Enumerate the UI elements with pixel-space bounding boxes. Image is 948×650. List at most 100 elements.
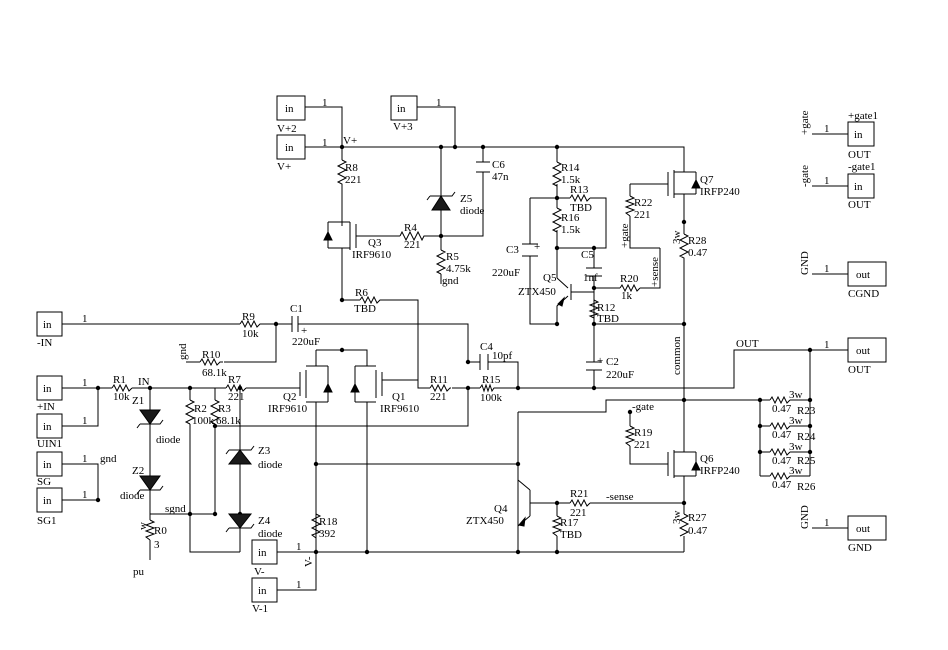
r18-value: 392: [319, 528, 336, 540]
r2-ref: R2: [194, 403, 207, 415]
r19-value: 221: [634, 439, 651, 451]
zener-z5-symbol: [426, 191, 456, 211]
net-sgnd: sgnd: [165, 503, 186, 515]
r8-ref: R8: [345, 162, 358, 174]
r0-pu: pu: [133, 566, 145, 578]
port-v-plus-3[interactable]: in V+3 1: [390, 95, 442, 133]
r15-value: 100k: [480, 392, 503, 404]
r21-ref: R21: [570, 488, 588, 500]
r25-ref: R25: [797, 455, 816, 467]
svg-text:V+3: V+3: [393, 121, 413, 133]
r28-power: 3w: [671, 231, 683, 245]
z1-value: diode: [156, 434, 181, 446]
svg-text:-gate: -gate: [799, 165, 811, 187]
svg-text:in: in: [397, 103, 406, 115]
port-sg1[interactable]: in SG1 1: [36, 487, 88, 527]
resistor-r2-symbol: [184, 399, 196, 425]
svg-text:GND: GND: [799, 505, 811, 529]
r26-ref: R26: [797, 481, 816, 493]
resistor-r24-symbol: [769, 421, 791, 431]
r24-ref: R24: [797, 431, 816, 443]
svg-text:-gate1: -gate1: [848, 161, 875, 173]
r19-ref: R19: [634, 427, 653, 439]
q2-ref: Q2: [283, 391, 296, 403]
svg-text:in: in: [285, 103, 294, 115]
r23-value: 0.47: [772, 403, 792, 415]
q2-value: IRF9610: [268, 403, 308, 415]
c6-value: 47n: [492, 171, 509, 183]
r27-ref: R27: [688, 512, 707, 524]
mosfet-q2-symbol: [299, 365, 333, 403]
net-v-plus: V+: [343, 135, 357, 147]
r18-ref: R18: [319, 516, 338, 528]
r23-power: 3w: [789, 389, 803, 401]
r12-ref: R12: [597, 302, 615, 314]
svg-text:1: 1: [824, 517, 830, 529]
c2-value: 220uF: [606, 369, 634, 381]
r26-value: 0.47: [772, 479, 792, 491]
r15-ref: R15: [482, 374, 501, 386]
svg-text:1: 1: [296, 579, 302, 591]
port-uin1[interactable]: in UIN1 1: [36, 413, 88, 450]
r17-value: TBD: [560, 529, 582, 541]
port-plus-gate[interactable]: in OUT +gate1 1 +gate: [799, 110, 878, 161]
resistor-r9-symbol: [239, 319, 262, 329]
zener-z2-symbol: [136, 475, 164, 495]
z3-value: diode: [258, 459, 283, 471]
port-v-minus[interactable]: in V- 1: [251, 539, 302, 578]
svg-text:in: in: [285, 142, 294, 154]
c4-ref: C4: [480, 341, 493, 353]
svg-text:+IN: +IN: [37, 401, 55, 413]
q5-value: ZTX450: [518, 286, 556, 298]
resistor-r4-symbol: [399, 230, 426, 242]
resistor-r19-symbol: [624, 425, 636, 447]
port-v-plus-2[interactable]: in V+2 1: [276, 95, 328, 135]
svg-text:out: out: [856, 523, 870, 535]
port-out[interactable]: out OUT 1: [824, 337, 887, 376]
r0-ref: R0: [154, 525, 167, 537]
port-cgnd[interactable]: out CGND 1 GND: [799, 251, 887, 300]
z5-ref: Z5: [460, 193, 473, 205]
svg-text:CGND: CGND: [848, 288, 879, 300]
r13-value: TBD: [570, 202, 592, 214]
bjt-q5-symbol: [557, 284, 572, 307]
z1-ref: Z1: [132, 395, 144, 407]
svg-text:1: 1: [82, 489, 88, 501]
svg-text:1: 1: [436, 97, 442, 109]
r16-ref: R16: [561, 212, 580, 224]
svg-text:OUT: OUT: [848, 364, 871, 376]
net-common: common: [671, 336, 683, 375]
port-v-minus-1[interactable]: in V-1 1: [251, 577, 302, 615]
net-minus-sense: -sense: [606, 491, 634, 503]
port-plus-in[interactable]: in +IN 1: [36, 375, 88, 413]
svg-text:V-1: V-1: [252, 603, 268, 615]
svg-text:+gate1: +gate1: [848, 110, 878, 122]
r9-ref: R9: [242, 311, 255, 323]
r14-value: 1.5k: [561, 174, 581, 186]
svg-text:1: 1: [82, 453, 88, 465]
c3-value: 220uF: [492, 267, 520, 279]
port-gnd[interactable]: out GND 1 GND: [799, 505, 887, 554]
svg-text:SG1: SG1: [37, 515, 57, 527]
mosfet-q7-symbol: [667, 170, 701, 198]
svg-text:1: 1: [296, 541, 302, 553]
component-labels: R8 221 C6 47n Z5 diode R4 221 R5 4.75k g…: [113, 159, 816, 578]
svg-text:in: in: [43, 383, 52, 395]
svg-text:in: in: [258, 585, 267, 597]
port-sg[interactable]: in SG 1: [36, 451, 88, 488]
r0-value: 3: [154, 539, 160, 551]
svg-text:out: out: [856, 345, 870, 357]
r25-power: 3w: [789, 441, 803, 453]
svg-text:1: 1: [824, 263, 830, 275]
port-boxes: in V+2 1 in V+3 1 in V+ 1 in -IN 1 in +I…: [36, 95, 887, 615]
svg-text:V+2: V+2: [277, 123, 297, 135]
zener-z3-symbol: [225, 445, 255, 465]
r27-value: 0.47: [688, 525, 708, 537]
r25-value: 0.47: [772, 455, 792, 467]
port-v-plus[interactable]: in V+ 1: [276, 134, 328, 173]
q4-value: ZTX450: [466, 515, 504, 527]
z2-ref: Z2: [132, 465, 144, 477]
port-minus-in[interactable]: in -IN 1: [36, 311, 88, 349]
port-minus-gate[interactable]: in OUT -gate1 1 -gate: [799, 161, 875, 211]
